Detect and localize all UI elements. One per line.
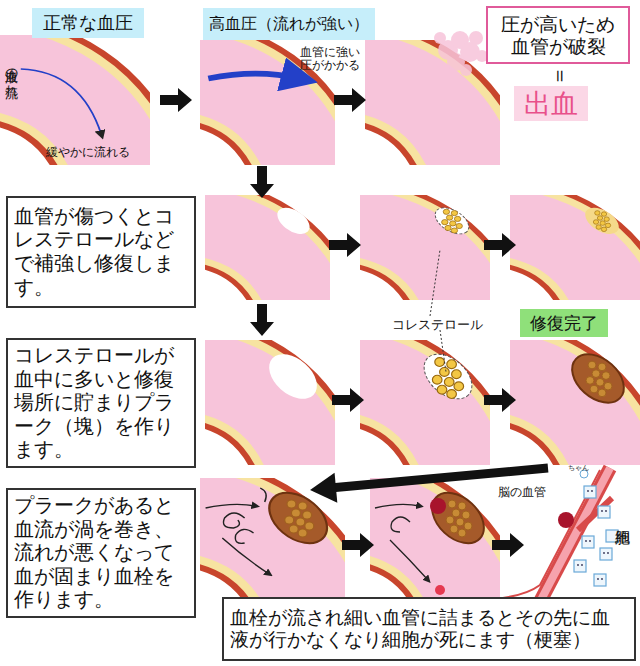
- flow-label: 血液の流れ: [4, 60, 19, 90]
- explanation-box: 血管が傷つくとコレステロールなどで補強し修復します。: [6, 196, 196, 308]
- explanation-box: 血栓が流され細い血管に詰まるとその先に血液が行かなくなり細胞が死にます（梗塞）: [222, 597, 636, 661]
- node-text: 正常な血圧: [38, 12, 138, 33]
- part-label: 脳の血管: [498, 486, 546, 500]
- pressure-label: 血管に強い圧がかかる: [300, 46, 364, 72]
- node-text: コレステロールが血中に多いと修復場所に貯まりプラーク（塊）を作ります。: [14, 344, 188, 462]
- node-text: プラークがあると血流が渦を巻き、流れが悪くなって血が固まり血栓を作ります。: [14, 494, 188, 612]
- bleeding-cloud: [434, 31, 488, 76]
- node-text: 圧が高いため血管が破裂: [494, 13, 622, 58]
- vessel-plaque: [465, 345, 634, 485]
- bleeding-label: 出血: [514, 86, 588, 121]
- explanation-box: コレステロールが血中に多いと修復場所に貯まりプラーク（塊）を作ります。: [6, 338, 196, 468]
- vessel-normal: [0, 65, 127, 185]
- cell-label: ちゃん: [568, 464, 589, 472]
- cells: [574, 486, 618, 586]
- note-box: 圧が高いため血管が破裂: [486, 6, 630, 64]
- vessel-repairing: [315, 203, 475, 316]
- equals-sign: ＝: [549, 66, 572, 86]
- status-box: 修復完了: [520, 309, 608, 337]
- flow-arrows: [160, 88, 548, 557]
- explanation-box: プラークがあると血流が渦を巻き、流れが悪くなって血が固まり血栓を作ります。: [6, 488, 196, 618]
- vessel-high-pressure: [153, 69, 314, 184]
- flow-label: 緩やかに流れる: [46, 146, 130, 160]
- cell-faces: [577, 490, 609, 580]
- header-box: 高血圧（流れが強い）: [203, 8, 375, 40]
- node-text: 修復完了: [526, 313, 602, 333]
- node-text: 血管が傷つくとコレステロールなどで補強し修復します。: [14, 205, 188, 299]
- part-label: コレステロール: [392, 318, 483, 333]
- vessel-accumulating: [315, 346, 481, 485]
- node-text: 高血圧（流れが強い）: [209, 15, 369, 34]
- header-box: 正常な血圧: [32, 8, 144, 38]
- node-text: 血栓が流され細い血管に詰まるとその先に血液が行かなくなり細胞が死にます（梗塞）: [230, 607, 628, 651]
- vessel-repaired: [465, 203, 625, 316]
- leader-lines: [430, 250, 446, 372]
